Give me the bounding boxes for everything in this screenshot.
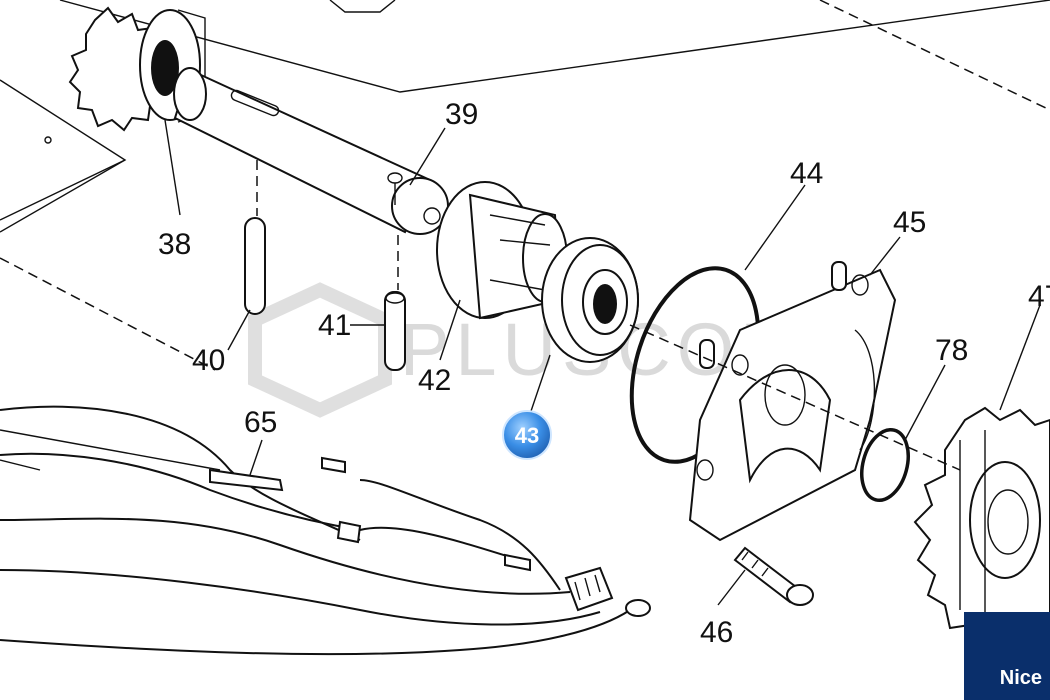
leader-42	[439, 299, 461, 361]
highlight-badge-label: 43	[515, 423, 539, 448]
part-41-pin	[384, 235, 406, 371]
leader-78	[904, 364, 946, 441]
callout-40[interactable]: 40	[192, 344, 225, 377]
callout-45[interactable]: 45	[893, 206, 926, 239]
leader-46	[717, 569, 746, 606]
leader-65	[249, 439, 263, 476]
part-40-pin	[244, 160, 266, 315]
callout-78[interactable]: 78	[935, 334, 968, 367]
leader-39	[409, 127, 446, 186]
part-43-bearing	[541, 237, 639, 363]
leader-47	[999, 304, 1041, 411]
callout-44[interactable]: 44	[790, 157, 823, 190]
part-42-flange-hub	[436, 181, 568, 320]
callout-39[interactable]: 39	[445, 98, 478, 131]
callout-38[interactable]: 38	[158, 228, 191, 261]
leader-43	[527, 354, 551, 421]
brand-logo[interactable]: Nice	[964, 612, 1050, 700]
callout-65[interactable]: 65	[244, 406, 277, 439]
leader-40	[227, 309, 251, 351]
part-46-screw	[733, 546, 814, 606]
callout-labels: 38 39 40 41 42 44 45 46 47 65 78	[158, 98, 1050, 649]
assembly-axis	[629, 324, 961, 471]
leader-44	[744, 184, 806, 271]
callout-41[interactable]: 41	[318, 309, 351, 342]
part-47-gear	[913, 406, 1050, 647]
callout-47[interactable]: 47	[1028, 280, 1050, 313]
highlight-badge-43[interactable]: 43	[502, 410, 552, 460]
callout-42[interactable]: 42	[418, 364, 451, 397]
leader-lines	[164, 119, 1041, 606]
part-65-wiring-harness	[0, 405, 651, 656]
part-78-small-o-ring	[860, 428, 910, 502]
callout-46[interactable]: 46	[700, 616, 733, 649]
part-45-cover-plate	[688, 261, 897, 542]
leader-38	[164, 119, 181, 216]
part-39-shaft	[173, 67, 449, 235]
leader-45	[869, 236, 901, 276]
